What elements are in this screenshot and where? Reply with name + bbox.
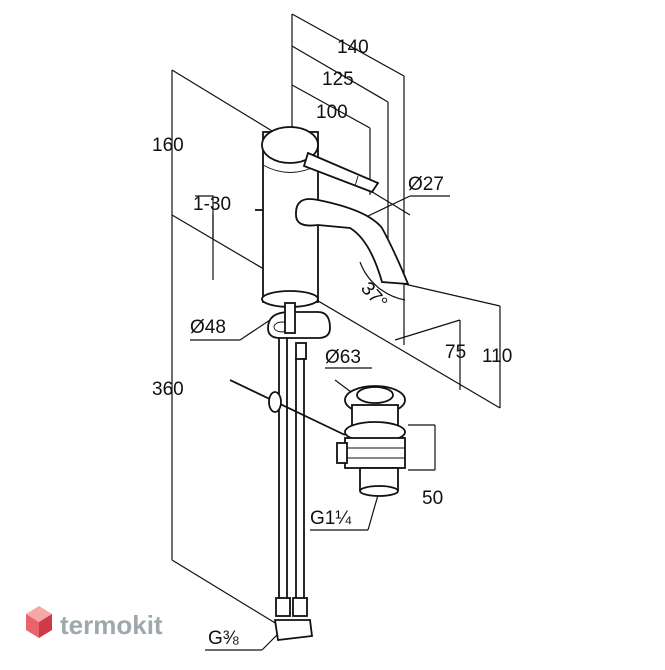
faucet-body — [255, 126, 410, 308]
dim-diameter-27: Ø27 — [408, 174, 444, 195]
dim-thread-g3-8: G⅜ — [208, 628, 239, 649]
termokit-wordmark: termokit — [60, 610, 163, 640]
termokit-logo-icon — [26, 606, 52, 638]
drain-valve — [336, 385, 406, 497]
mounting-flange — [267, 302, 331, 360]
dim-140: 140 — [337, 37, 369, 58]
popup-rod — [229, 379, 346, 436]
dim-100: 100 — [316, 102, 348, 123]
termokit-watermark: termokit — [26, 606, 163, 640]
dim-1-30: 1-30 — [193, 194, 231, 215]
supply-hoses — [273, 338, 314, 641]
dim-diameter-63: Ø63 — [325, 347, 361, 368]
dim-75: 75 — [445, 342, 466, 363]
dimension-labels: 140 125 100 160 Ø27 1-30 37° Ø48 75 110 … — [152, 37, 512, 649]
dim-125: 125 — [322, 69, 354, 90]
dim-160: 160 — [152, 135, 184, 156]
dim-angle-37: 37° — [356, 278, 391, 313]
dim-110: 110 — [482, 346, 512, 367]
dim-50: 50 — [422, 488, 443, 509]
dim-diameter-48: Ø48 — [190, 317, 226, 338]
dim-360: 360 — [152, 379, 184, 400]
dim-thread-g1-1-4: G1¼ — [310, 508, 352, 529]
dimension-lines — [171, 13, 501, 651]
